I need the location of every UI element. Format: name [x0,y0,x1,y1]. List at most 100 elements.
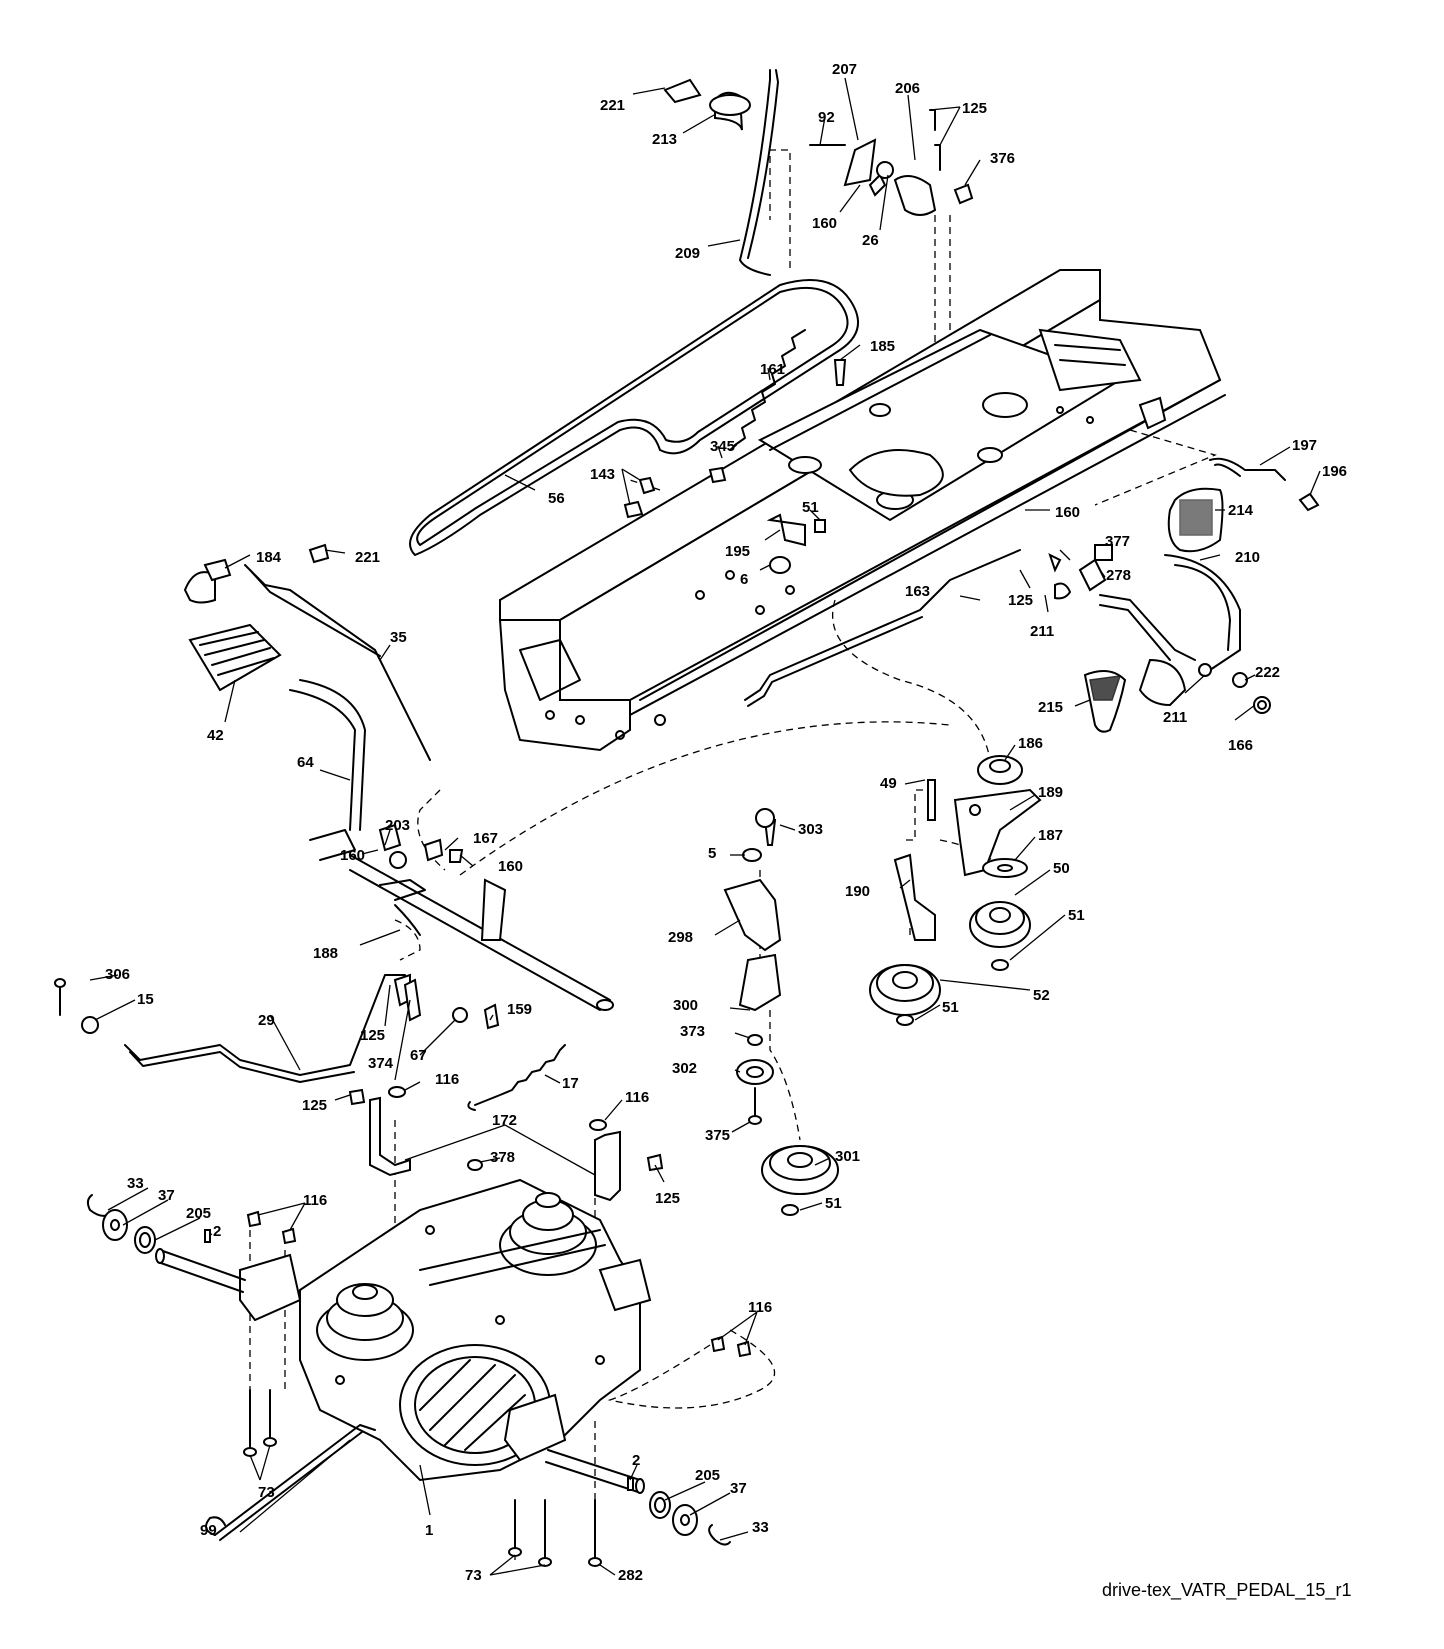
label-17: 17 [562,1075,579,1092]
leader-lines [89,77,1321,1576]
label-159: 159 [507,1001,532,1018]
label-51-d: 51 [825,1195,842,1212]
label-298: 298 [668,929,693,946]
part-labels: 221 213 209 207 92 160 26 206 125 376 18… [105,61,1347,1584]
label-214: 214 [1228,502,1254,519]
label-376: 376 [990,150,1015,167]
label-375: 375 [705,1127,730,1144]
label-51-c: 51 [942,999,959,1016]
label-166: 166 [1228,737,1253,754]
label-37: 37 [158,1187,175,1204]
label-188: 188 [313,945,338,962]
label-190: 190 [845,883,870,900]
label-205-b: 205 [695,1467,720,1484]
label-1: 1 [425,1522,433,1539]
label-33-b: 33 [752,1519,769,1536]
label-374: 374 [368,1055,394,1072]
label-300: 300 [673,997,698,1014]
label-160: 160 [812,215,837,232]
label-29: 29 [258,1012,275,1029]
label-306: 306 [105,966,130,983]
label-206: 206 [895,80,920,97]
pedal-linkage-right [1048,457,1320,714]
label-116: 116 [435,1071,459,1088]
label-49: 49 [880,775,897,792]
label-303: 303 [798,821,823,838]
label-125-d: 125 [302,1097,327,1114]
tractor-frame [498,269,1226,752]
label-50: 50 [1053,860,1070,877]
label-172: 172 [492,1112,517,1129]
label-52: 52 [1033,987,1050,1004]
axles-and-washers [86,1194,752,1546]
label-6: 6 [740,571,748,588]
label-167: 167 [473,830,498,847]
spring-17 [467,1044,566,1111]
label-2: 2 [213,1223,221,1240]
label-116-d: 116 [748,1299,772,1316]
label-5: 5 [708,845,716,862]
label-378: 378 [490,1149,515,1166]
label-203: 203 [385,817,410,834]
label-222: 222 [1255,664,1280,681]
label-195: 195 [725,543,750,560]
label-282: 282 [618,1567,643,1584]
label-187: 187 [1038,827,1063,844]
label-64: 64 [297,754,314,771]
label-51: 51 [802,499,819,516]
label-26: 26 [862,232,879,249]
label-116-c: 116 [303,1192,327,1209]
label-51-b: 51 [1068,907,1085,924]
label-35: 35 [390,629,407,646]
label-210: 210 [1235,549,1260,566]
idler-assembly [869,755,1042,1026]
label-209: 209 [675,245,700,262]
bolts-73-282 [243,1389,602,1567]
label-215: 215 [1038,699,1063,716]
label-163: 163 [905,583,930,600]
label-185: 185 [870,338,895,355]
label-160-c: 160 [340,847,365,864]
label-33: 33 [127,1175,144,1192]
label-221-b: 221 [355,549,380,566]
drive-belt [409,279,859,556]
label-125: 125 [962,100,987,117]
label-143: 143 [590,466,615,483]
label-211: 211 [1030,623,1054,640]
bracket-195 [623,466,826,574]
label-67: 67 [410,1047,427,1064]
label-301: 301 [835,1148,860,1165]
label-186: 186 [1018,735,1043,752]
label-211-b: 211 [1163,709,1187,726]
label-125-c: 125 [360,1027,385,1044]
rod-29 [54,973,500,1083]
label-92: 92 [818,109,835,126]
label-2-b: 2 [632,1452,640,1469]
brackets-172 [348,1086,664,1202]
label-160-b: 160 [1055,504,1080,521]
label-221: 221 [600,97,625,114]
label-161: 161 [760,361,785,378]
spring-161 [729,329,847,451]
label-125-e: 125 [655,1190,680,1207]
label-42: 42 [207,727,224,744]
label-207: 207 [832,61,857,78]
label-373: 373 [680,1023,705,1040]
label-56: 56 [548,490,565,507]
label-116-b: 116 [625,1089,649,1106]
label-189: 189 [1038,784,1063,801]
label-125-b: 125 [1008,592,1033,609]
label-377: 377 [1105,533,1130,550]
label-184: 184 [256,549,282,566]
label-160-d: 160 [498,858,523,875]
label-73: 73 [258,1484,275,1501]
label-73-b: 73 [465,1567,482,1584]
label-302: 302 [672,1060,697,1077]
label-345: 345 [710,438,735,455]
label-15: 15 [137,991,154,1008]
label-99: 99 [200,1522,217,1539]
idler-arm-assembly [723,808,839,1216]
rod-99 [205,1424,376,1541]
parking-lever-assembly [663,69,974,276]
rod-163 [744,549,1021,707]
